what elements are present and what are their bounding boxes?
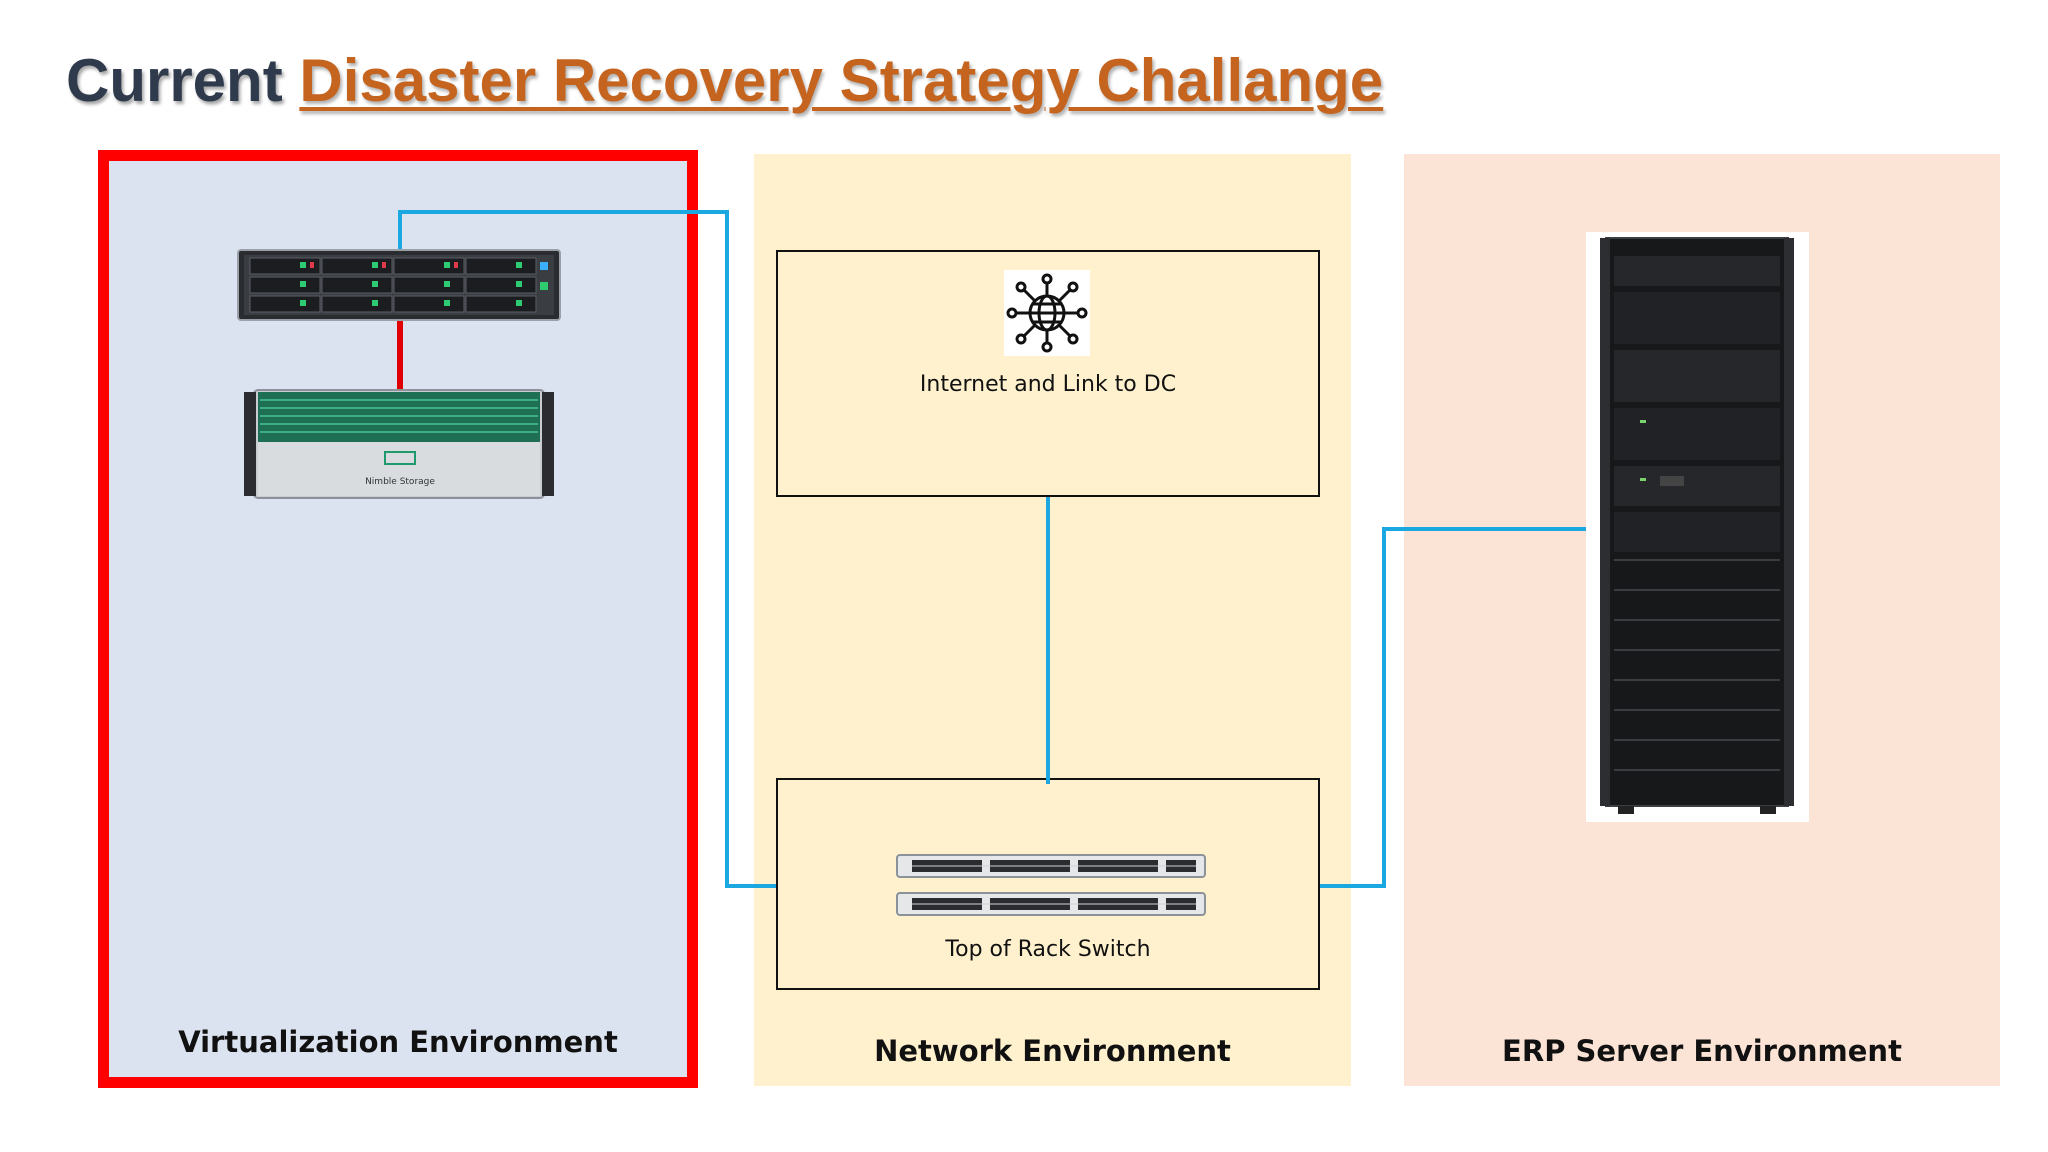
page-title: Current Disaster Recovery Strategy Chall… — [66, 46, 1383, 115]
virtualization-environment-panel: Virtualization Environment — [98, 150, 698, 1088]
link-server-to-switch — [398, 210, 776, 888]
storage-brand-label: Nimble Storage — [365, 477, 435, 487]
title-plain: Current — [66, 47, 283, 114]
top-of-rack-switch-label: Top of Rack Switch — [945, 937, 1151, 962]
globe-network-icon — [1004, 270, 1090, 356]
rack-server-icon — [237, 249, 561, 321]
link-switch-to-erp — [1320, 527, 1598, 888]
internet-link-box: Internet and Link to DC — [776, 250, 1320, 497]
title-accent: Disaster Recovery Strategy Challange — [299, 47, 1384, 114]
server-rack-icon — [1586, 232, 1809, 822]
erp-server-environment-label: ERP Server Environment — [1502, 1034, 1902, 1068]
virtualization-environment-label: Virtualization Environment — [178, 1025, 618, 1059]
network-switch-icon — [896, 854, 1206, 916]
internet-link-label: Internet and Link to DC — [919, 372, 1177, 397]
network-environment-label: Network Environment — [874, 1034, 1231, 1068]
storage-array-icon: Nimble Storage — [244, 389, 554, 499]
